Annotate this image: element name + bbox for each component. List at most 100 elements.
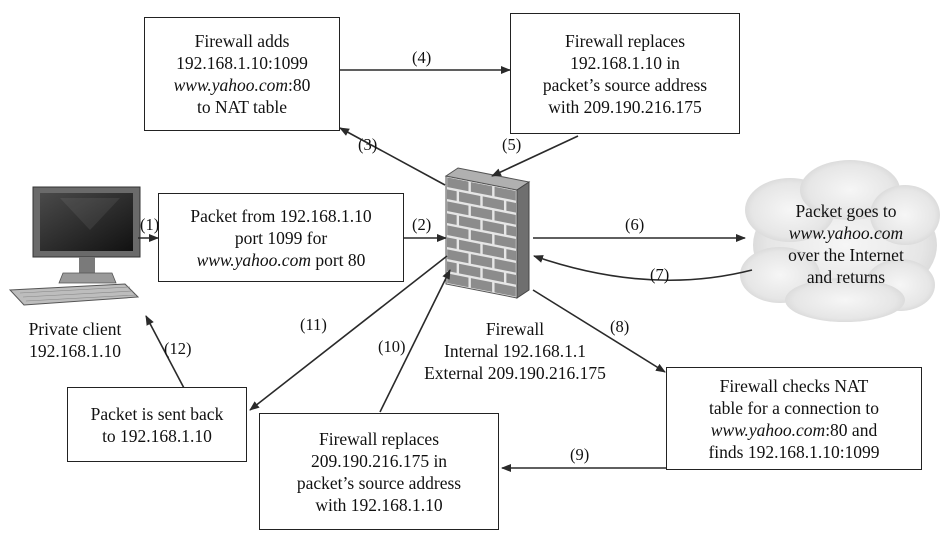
text-line: packet’s source address bbox=[543, 74, 707, 96]
brick bbox=[470, 278, 493, 292]
brick bbox=[447, 177, 469, 192]
arrow-12 bbox=[145, 315, 186, 391]
text-line: to 192.168.1.10 bbox=[102, 425, 212, 447]
brick bbox=[470, 182, 493, 196]
text-line: www.yahoo.com bbox=[756, 222, 936, 244]
brick bbox=[494, 258, 516, 273]
brick bbox=[470, 230, 493, 244]
arrow-8 bbox=[532, 289, 666, 373]
step-1-label: (1) bbox=[140, 215, 160, 234]
brick bbox=[447, 249, 469, 264]
brick bbox=[506, 225, 516, 237]
brick bbox=[459, 191, 481, 206]
text-segment: to 192.168.1.10 bbox=[102, 425, 212, 446]
text-line: 192.168.1.10 in bbox=[570, 52, 680, 74]
text-line: www.yahoo.com port 80 bbox=[197, 249, 366, 271]
text-segment: 192.168.1.10:1099 bbox=[176, 53, 308, 73]
step-4-label: (4) bbox=[412, 48, 432, 67]
wall-side bbox=[516, 181, 530, 299]
text-segment: port 80 bbox=[310, 249, 366, 270]
text-line: www.yahoo.com:80 and bbox=[711, 419, 877, 441]
text-segment: Packet goes to bbox=[795, 201, 897, 221]
text-segment: packet’s source address bbox=[296, 472, 462, 493]
brick bbox=[447, 225, 469, 240]
text-segment: over the Internet bbox=[788, 245, 904, 265]
text-segment: :80 and bbox=[825, 419, 878, 440]
arrow-5 bbox=[491, 135, 579, 177]
private-client-label: Private client 192.168.1.10 bbox=[0, 318, 150, 362]
text-line: over the Internet bbox=[756, 244, 936, 266]
text-line: and returns bbox=[756, 266, 936, 288]
text-segment: with 192.168.1.10 bbox=[315, 494, 443, 515]
brick bbox=[447, 237, 457, 249]
text-line: table for a connection to bbox=[709, 397, 879, 419]
brick bbox=[494, 186, 516, 201]
text-line: Firewall replaces bbox=[565, 30, 685, 52]
text-segment: and returns bbox=[806, 267, 886, 287]
brick bbox=[506, 249, 516, 261]
text-line: Packet is sent back bbox=[91, 403, 224, 425]
firewall-wall-icon bbox=[444, 167, 531, 299]
text-segment: with 209.190.216.175 bbox=[548, 96, 702, 117]
text-segment: to NAT table bbox=[196, 97, 288, 117]
brick bbox=[494, 234, 516, 249]
text-line: www.yahoo.com:80 bbox=[174, 74, 311, 96]
step-8-label: (8) bbox=[610, 317, 630, 336]
firewall-title: Firewall bbox=[485, 319, 545, 339]
text-segment: Firewall replaces bbox=[564, 30, 685, 51]
text-line: with 209.190.216.175 bbox=[548, 96, 702, 118]
brick bbox=[447, 213, 457, 225]
italic-text: www.yahoo.com bbox=[173, 75, 289, 95]
text-line: Firewall replaces bbox=[319, 428, 439, 450]
brick bbox=[482, 220, 504, 235]
brick bbox=[470, 206, 493, 220]
brick bbox=[482, 196, 504, 211]
text-line: with 192.168.1.10 bbox=[315, 494, 442, 516]
brick bbox=[447, 261, 457, 273]
brick bbox=[459, 215, 481, 230]
step-12-label: (12) bbox=[164, 339, 192, 358]
text-segment: Firewall adds bbox=[194, 31, 290, 51]
italic-text: www.yahoo.com bbox=[196, 249, 311, 270]
brick bbox=[494, 210, 516, 225]
brick bbox=[506, 273, 516, 285]
client-ip: 192.168.1.10 bbox=[29, 341, 121, 361]
brick bbox=[459, 239, 481, 254]
brick bbox=[506, 201, 516, 213]
text-segment: packet’s source address bbox=[542, 74, 708, 95]
brick bbox=[470, 254, 493, 268]
text-line: Packet goes to bbox=[756, 200, 936, 222]
brick bbox=[447, 201, 469, 216]
text-segment: Packet from 192.168.1.10 bbox=[190, 205, 372, 226]
text-line: 209.190.216.175 in bbox=[311, 450, 447, 472]
text-segment: 209.190.216.175 in bbox=[310, 450, 448, 471]
text-line: to NAT table bbox=[197, 96, 287, 118]
text-line: 192.168.1.10:1099 bbox=[176, 52, 308, 74]
brick bbox=[447, 273, 469, 288]
arrow-10 bbox=[379, 269, 451, 413]
arrow-3 bbox=[339, 127, 446, 186]
text-segment: Firewall checks NAT bbox=[719, 375, 869, 396]
text-line: Firewall checks NAT bbox=[720, 375, 869, 397]
text-line: packet’s source address bbox=[297, 472, 461, 494]
arrow-11 bbox=[249, 255, 448, 411]
text-line: Firewall adds bbox=[195, 30, 290, 52]
arrow-7 bbox=[533, 255, 753, 282]
step-7-label: (7) bbox=[650, 265, 670, 284]
step-10-label: (10) bbox=[378, 337, 406, 356]
text-segment: table for a connection to bbox=[708, 397, 880, 418]
firewall-external: External 209.190.216.175 bbox=[424, 363, 606, 383]
brick bbox=[459, 263, 481, 278]
firewall-internal: Internal 192.168.1.1 bbox=[444, 341, 586, 361]
step-6-label: (6) bbox=[625, 215, 645, 234]
italic-text: www.yahoo.com bbox=[788, 223, 904, 243]
text-segment: :80 bbox=[288, 75, 311, 95]
brick bbox=[447, 189, 457, 201]
